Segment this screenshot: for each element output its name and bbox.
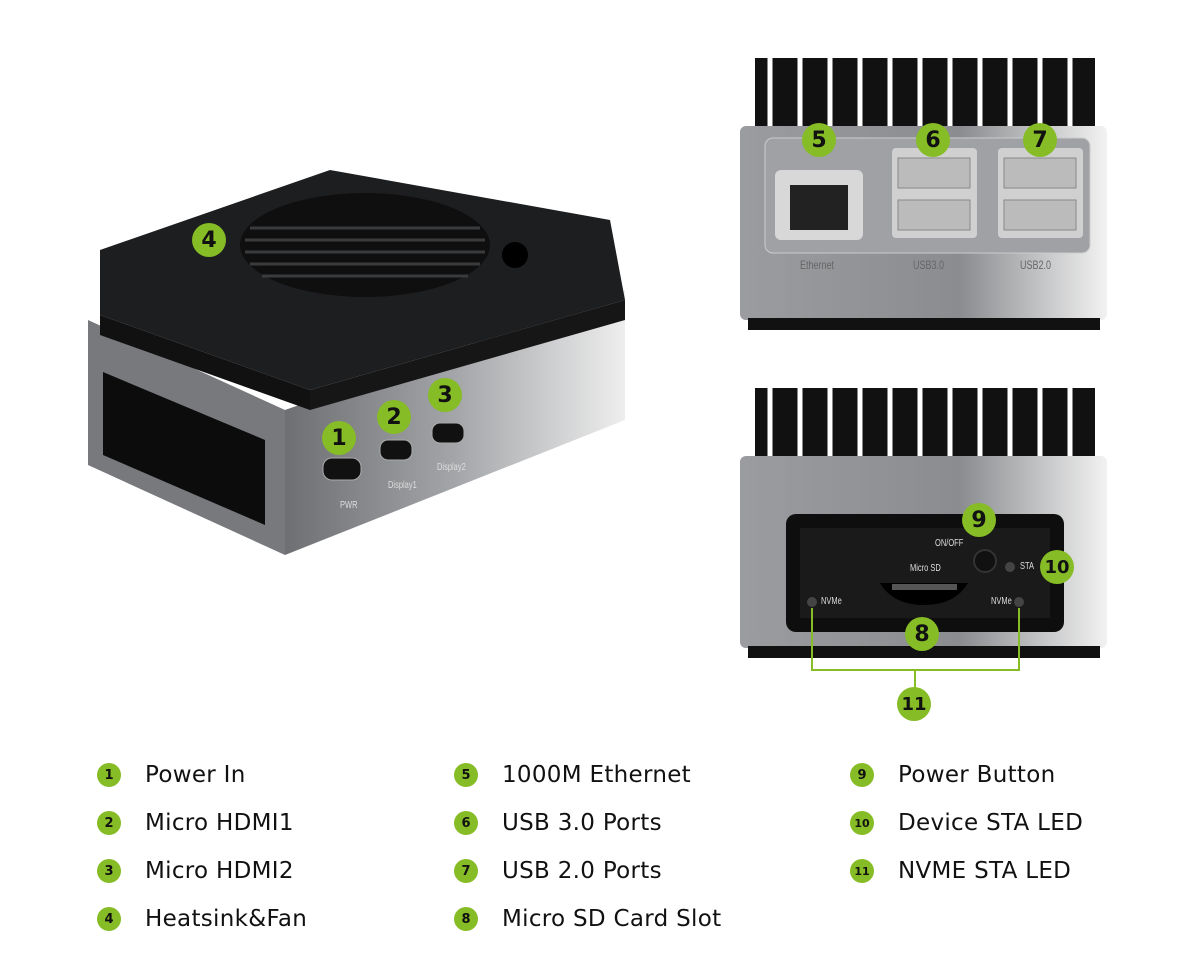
legend-badge: 10 (850, 811, 874, 835)
legend-item: 7 USB 2.0 Ports (454, 858, 662, 884)
callout-4: 4 (192, 223, 226, 257)
back-view (740, 58, 1107, 330)
micro-sd-label: Micro SD (910, 563, 941, 574)
legend-item: 10 Device STA LED (850, 810, 1083, 836)
legend-item: 3 Micro HDMI2 (97, 858, 294, 884)
legend-item: 6 USB 3.0 Ports (454, 810, 662, 836)
legend-badge: 3 (97, 859, 121, 883)
callout-3: 3 (428, 378, 462, 412)
legend-badge: 9 (850, 763, 874, 787)
legend-item: 1 Power In (97, 762, 246, 788)
callout-7: 7 (1023, 123, 1057, 157)
legend-item: 8 Micro SD Card Slot (454, 906, 721, 932)
legend-label: Power Button (898, 762, 1056, 788)
legend-badge: 4 (97, 907, 121, 931)
ethernet-label: Ethernet (800, 258, 835, 272)
display1-label: Display1 (388, 480, 417, 491)
legend-item: 5 1000M Ethernet (454, 762, 691, 788)
legend-item: 2 Micro HDMI1 (97, 810, 294, 836)
legend-badge: 5 (454, 763, 478, 787)
legend-label: Heatsink&Fan (145, 906, 308, 932)
front-view (740, 388, 1107, 690)
legend-badge: 1 (97, 763, 121, 787)
legend-label: Power In (145, 762, 246, 788)
legend-label: NVME STA LED (898, 858, 1072, 884)
legend-item: 9 Power Button (850, 762, 1056, 788)
legend-item: 11 NVME STA LED (850, 858, 1071, 884)
legend-label: Micro HDMI1 (145, 810, 294, 836)
legend-label: Micro HDMI2 (145, 858, 294, 884)
callout-5: 5 (802, 123, 836, 157)
display2-label: Display2 (437, 462, 466, 473)
nvme-right-label: NVMe (991, 596, 1012, 607)
nvme-left-label: NVMe (821, 596, 842, 607)
legend-label: USB 3.0 Ports (502, 810, 662, 836)
callout-11: 11 (897, 687, 931, 721)
pwr-label: PWR (340, 500, 358, 511)
usb3-label: USB3.0 (913, 258, 945, 272)
legend-badge: 7 (454, 859, 478, 883)
callout-2: 2 (377, 400, 411, 434)
legend-badge: 11 (850, 859, 874, 883)
legend-badge: 2 (97, 811, 121, 835)
legend-label: 1000M Ethernet (502, 762, 691, 788)
on-off-label: ON/OFF (935, 538, 964, 549)
callout-6: 6 (916, 123, 950, 157)
sta-label: STA (1020, 561, 1035, 572)
callout-10: 10 (1040, 550, 1074, 584)
legend-badge: 8 (454, 907, 478, 931)
isometric-view (88, 170, 625, 555)
callout-1: 1 (322, 421, 356, 455)
legend-label: Micro SD Card Slot (502, 906, 722, 932)
legend-item: 4 Heatsink&Fan (97, 906, 307, 932)
callout-9: 9 (962, 503, 996, 537)
usb2-label: USB2.0 (1020, 258, 1052, 272)
legend-badge: 6 (454, 811, 478, 835)
legend-label: USB 2.0 Ports (502, 858, 662, 884)
callout-8: 8 (905, 617, 939, 651)
legend-label: Device STA LED (898, 810, 1084, 836)
